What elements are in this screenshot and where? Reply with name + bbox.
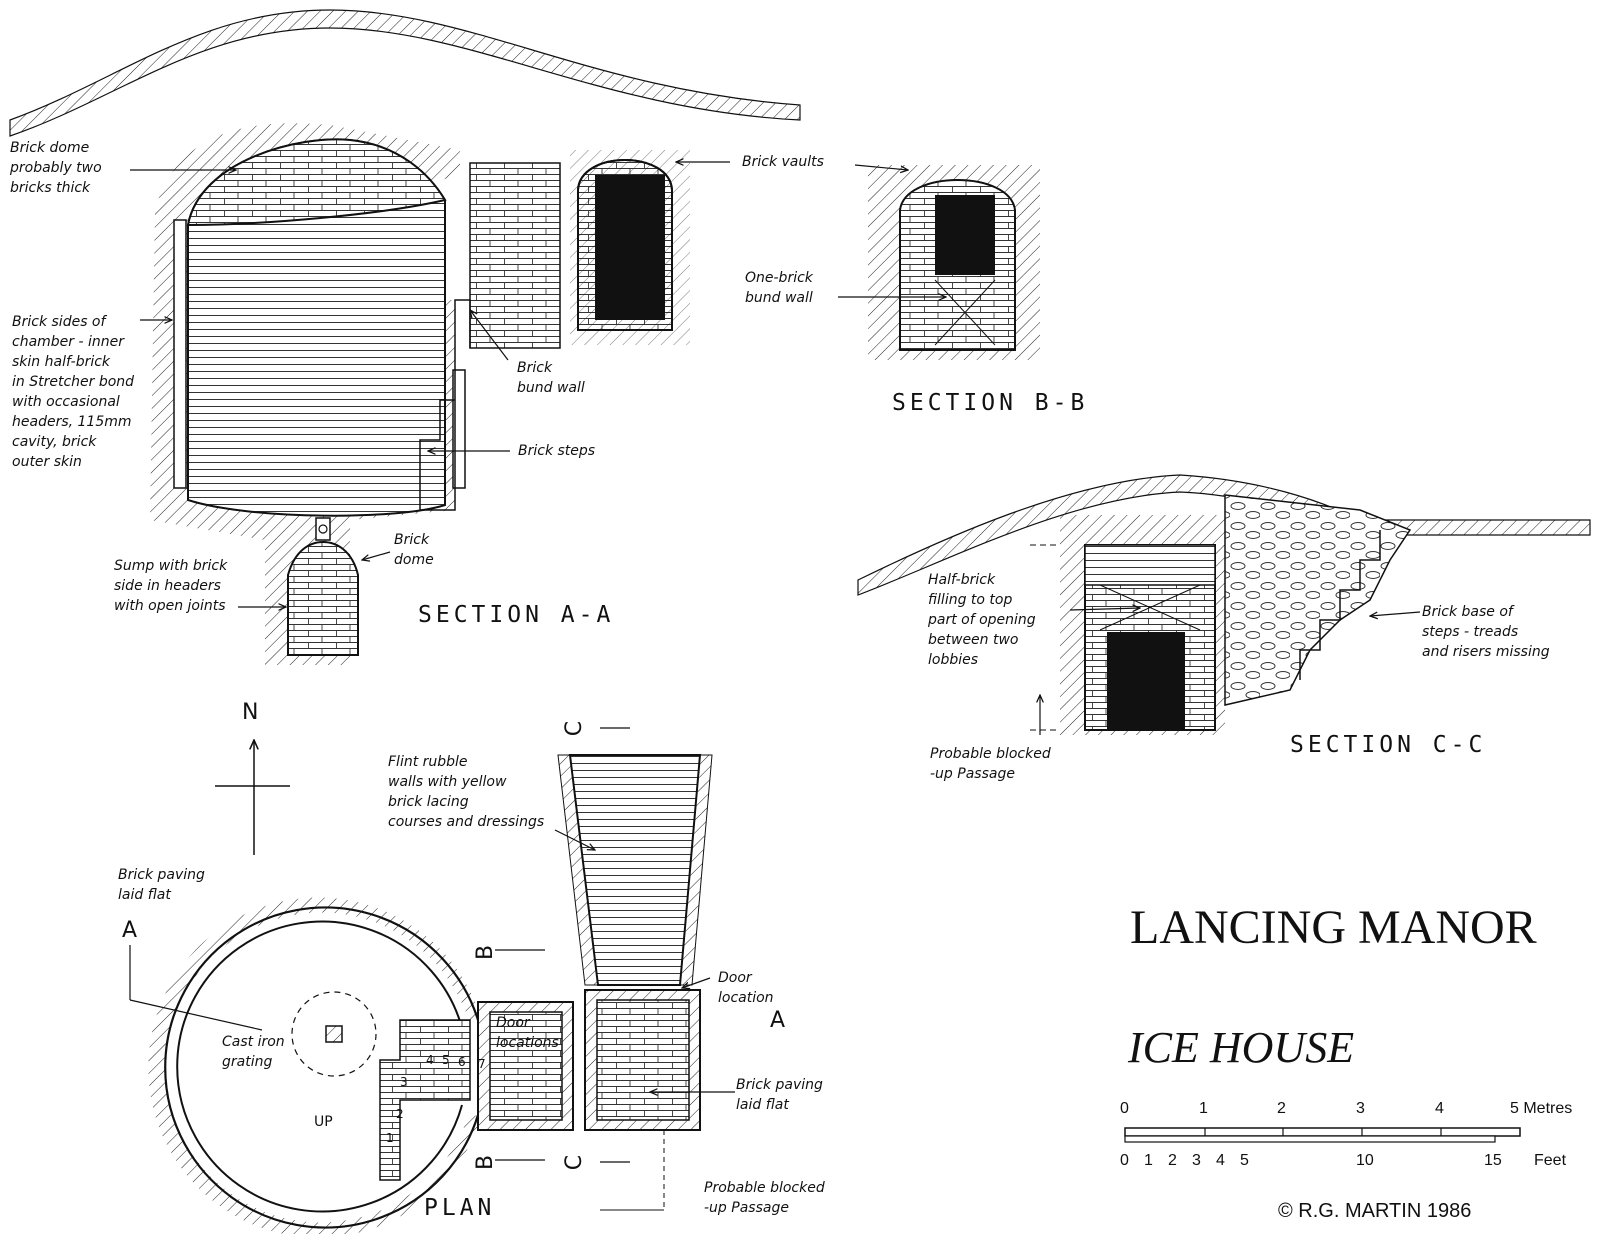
marker-b-top: B	[473, 944, 499, 961]
sump-neck	[315, 517, 331, 541]
step-number-3: 3	[400, 1075, 408, 1089]
scale-ft-15: 15	[1484, 1152, 1502, 1169]
scale-m-0: 0	[1120, 1100, 1129, 1117]
plan-title: PLAN	[424, 1195, 496, 1221]
section-bb-title: SECTION B-B	[892, 390, 1089, 416]
label-door-locations: Door locations	[496, 1015, 559, 1051]
lobby-aa	[469, 162, 561, 349]
chamber-left-wall	[173, 219, 187, 489]
section-aa-title: SECTION A-A	[418, 602, 615, 628]
label-brick-base-steps: Brick base of steps - treads and risers …	[1422, 604, 1550, 660]
scale-m-unit: 5 Metres	[1510, 1100, 1573, 1117]
blocked-passage-cc	[1107, 632, 1185, 730]
scale-m-2: 2	[1277, 1100, 1286, 1117]
label-brick-vaults: Brick vaults	[742, 154, 824, 170]
label-brick-steps: Brick steps	[518, 443, 596, 459]
step-number-5: 5	[442, 1053, 450, 1067]
north-marker: N	[242, 700, 259, 725]
plan-drawing	[129, 727, 735, 1234]
label-sump: Sump with brick side in headers with ope…	[114, 558, 228, 614]
drawing-title: LANCING MANOR	[1130, 901, 1537, 954]
scale-m-4: 4	[1435, 1100, 1444, 1117]
step-number-2: 2	[396, 1107, 404, 1121]
lobby-cc-head	[1084, 544, 1216, 586]
scale-m-3: 3	[1356, 1100, 1365, 1117]
plan-stairs	[379, 1019, 471, 1181]
marker-c-bottom: C	[562, 1154, 588, 1171]
section-aa-drawing	[9, 9, 801, 665]
scale-ft-2: 2	[1168, 1152, 1177, 1169]
section-bb-drawing	[838, 164, 1040, 360]
stairs-aa	[419, 299, 471, 511]
scale-ft-3: 3	[1192, 1152, 1201, 1169]
label-door-location: Door location	[718, 970, 774, 1006]
label-blocked-passage-plan: Probable blocked -up Passage	[704, 1180, 825, 1216]
step-number-7: 7	[478, 1057, 486, 1071]
scale-ft-5: 5	[1240, 1152, 1249, 1169]
mound-aa	[9, 9, 801, 137]
chamber-right-wall	[452, 369, 466, 489]
sump	[287, 540, 359, 656]
grating-circle	[291, 991, 377, 1077]
scale-ft-4: 4	[1216, 1152, 1225, 1169]
brick-dome	[186, 138, 447, 227]
cast-iron-grating	[325, 1025, 343, 1043]
step-number-1: 1	[386, 1131, 394, 1145]
vault-opening-bb	[935, 195, 995, 275]
label-cast-iron: Cast iron grating	[222, 1034, 285, 1070]
scale-bar	[1124, 1127, 1521, 1143]
label-brick-paving-flat: Brick paving laid flat	[736, 1077, 823, 1113]
scale-ft-0: 0	[1120, 1152, 1129, 1169]
plan-inner-wall	[176, 920, 463, 1213]
step-number-6: 6	[458, 1055, 466, 1069]
rubble-fill-cc	[1224, 494, 1412, 706]
scale-ft-unit: Feet	[1534, 1152, 1567, 1169]
mound-cc	[857, 474, 1591, 596]
credit: © R.G. MARTIN 1986	[1278, 1200, 1472, 1222]
scale-ft-10: 10	[1356, 1152, 1374, 1169]
label-brick-dome: Brick dome probably two bricks thick	[10, 140, 102, 196]
section-cc-drawing	[857, 474, 1591, 735]
label-flint-rubble: Flint rubble walls with yellow brick lac…	[388, 754, 545, 830]
label-up: UP	[314, 1114, 333, 1130]
label-sump-dome: Brick dome	[394, 532, 434, 568]
drawing-subtitle: ICE HOUSE	[1128, 1023, 1355, 1072]
scale-m-1: 1	[1199, 1100, 1208, 1117]
marker-b-bottom: B	[473, 1154, 499, 1171]
steps-cc	[1299, 530, 1381, 680]
label-one-brick-bund: One-brick bund wall	[745, 270, 813, 306]
section-cc-title: SECTION C-C	[1290, 732, 1487, 758]
marker-a-right: A	[770, 1008, 786, 1033]
marker-c-top: C	[562, 720, 588, 737]
label-brick-bund-wall: Brick bund wall	[517, 360, 585, 396]
marker-a-left: A	[122, 918, 138, 943]
label-brick-sides: Brick sides of chamber - inner skin half…	[12, 314, 135, 470]
label-half-brick: Half-brick filling to top part of openin…	[928, 572, 1036, 668]
plan-outer-wall	[164, 906, 480, 1229]
label-brick-paving-plan: Brick paving laid flat	[118, 867, 205, 903]
step-number-4: 4	[426, 1053, 434, 1067]
label-blocked-passage-c: Probable blocked -up Passage	[930, 746, 1051, 782]
scale-ft-1: 1	[1144, 1152, 1153, 1169]
